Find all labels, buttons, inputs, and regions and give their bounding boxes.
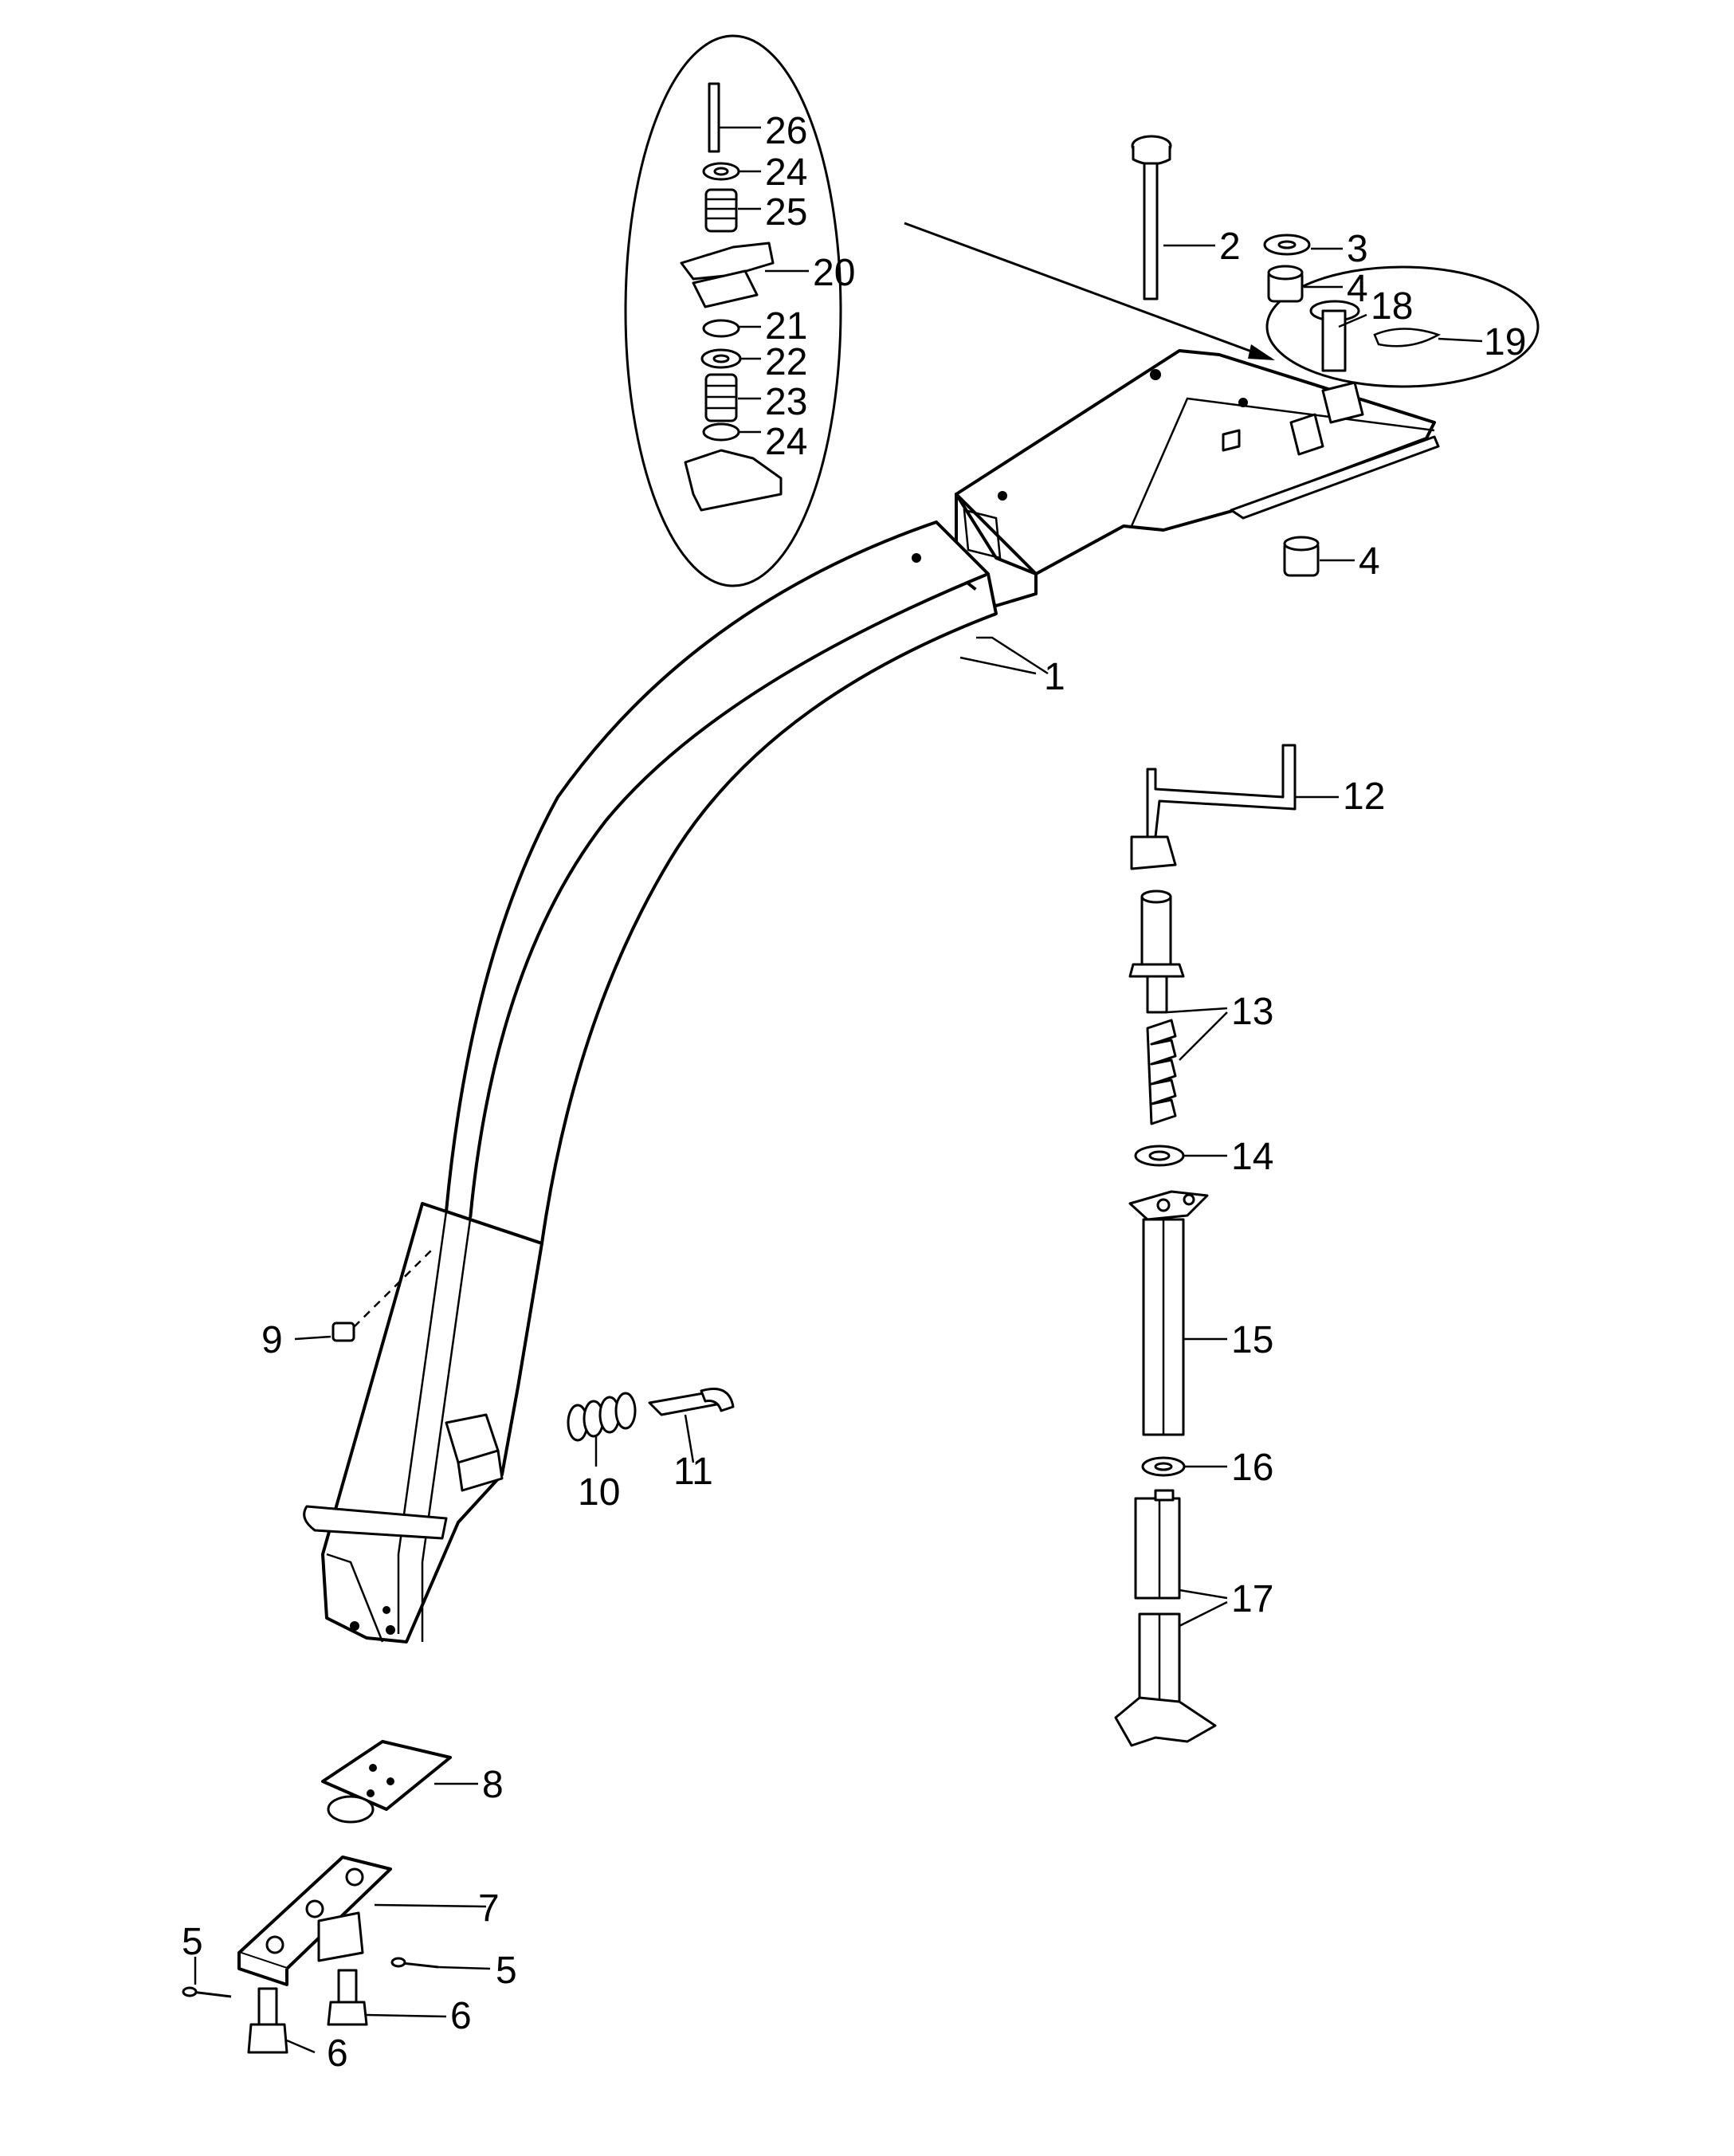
part-8-mount-plate: [321, 1740, 478, 1824]
detail-inset-pin-clip: [1265, 265, 1540, 388]
callout-24-bottom: 24: [765, 421, 807, 463]
callout-24-top: 24: [765, 151, 807, 194]
callout-17: 17: [1231, 1578, 1273, 1620]
part-1-drawbar: [303, 349, 1440, 1644]
callout-16: 16: [1231, 1447, 1273, 1489]
callout-1: 1: [1044, 656, 1065, 698]
part-6-bolt-right: [327, 1969, 447, 2026]
part-12-crank-handle: [1130, 744, 1339, 870]
callout-19: 19: [1484, 321, 1526, 363]
part-10-spring: [567, 1392, 637, 1467]
part-5-cotter-pin-left: [182, 1957, 232, 1998]
callout-3: 3: [1347, 228, 1368, 270]
part-17-jack-inner-tube-and-foot: [1114, 1489, 1228, 1747]
part-14-washer: [1134, 1145, 1227, 1167]
part-15-jack-outer-tube: [1128, 1190, 1227, 1436]
callout-4-top: 4: [1347, 268, 1368, 310]
callout-2: 2: [1219, 226, 1241, 268]
callout-25: 25: [765, 191, 807, 234]
callout-12: 12: [1343, 776, 1385, 818]
detail-inset-spring-assembly: [624, 34, 1275, 587]
part-9-plug: [294, 1247, 435, 1342]
callout-14: 14: [1231, 1136, 1273, 1178]
callout-7: 7: [478, 1887, 500, 1930]
callout-6-right: 6: [450, 1995, 472, 2037]
part-4-bushing-upper: [1267, 265, 1304, 303]
leader-18: [1338, 313, 1367, 328]
part-6-bolt-left: [247, 1987, 316, 2054]
leader-19: [1438, 337, 1483, 343]
callout-5-left: 5: [182, 1921, 203, 1963]
callout-26: 26: [765, 110, 807, 152]
part-7-clamp-block: [237, 1856, 487, 1986]
callout-5-right: 5: [496, 1950, 517, 1992]
callout-10: 10: [578, 1471, 620, 1514]
part-3-washer: [1263, 234, 1311, 256]
callout-8: 8: [482, 1764, 504, 1806]
part-16-washer: [1141, 1456, 1227, 1477]
callout-22: 22: [765, 341, 807, 383]
callout-6-left: 6: [327, 2032, 348, 2075]
part-2-bolt: [1131, 135, 1172, 300]
callout-23: 23: [765, 381, 807, 423]
part-11-lock-pin: [648, 1388, 735, 1463]
part-4-bushing-lower: [1283, 536, 1320, 577]
callout-13: 13: [1231, 991, 1273, 1033]
callout-4-bottom: 4: [1359, 540, 1380, 583]
callout-20: 20: [813, 252, 855, 294]
part-5-cotter-pin-right: [390, 1957, 491, 1970]
callout-11: 11: [673, 1451, 713, 1493]
callout-9: 9: [261, 1319, 283, 1361]
callout-21: 21: [765, 305, 807, 348]
callout-18: 18: [1371, 285, 1413, 328]
callout-15: 15: [1231, 1319, 1273, 1361]
part-13-jack-screw: [1128, 889, 1228, 1125]
